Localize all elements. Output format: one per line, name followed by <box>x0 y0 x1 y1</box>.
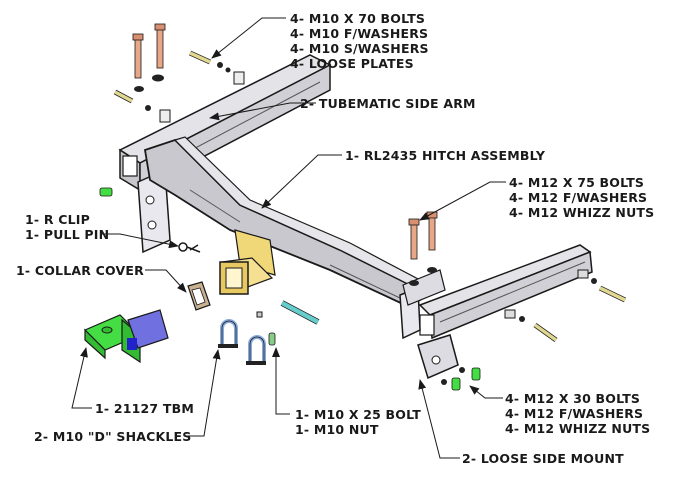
tow-ball-mount <box>83 309 169 364</box>
label-line: 1- R CLIP <box>25 212 90 227</box>
m12-30-bolts <box>99 187 481 391</box>
label-line: 4- M10 F/WASHERS <box>290 26 429 41</box>
label-line: 1- M10 NUT <box>295 422 379 437</box>
label-hitch-assembly: 1- RL2435 HITCH ASSEMBLY <box>345 148 545 163</box>
label-line: 4- M10 X 70 BOLTS <box>290 11 426 26</box>
label-line: 4- M12 WHIZZ NUTS <box>509 205 655 220</box>
right-side-arm <box>399 244 593 340</box>
m10-25-bolt <box>256 311 276 346</box>
label-line: 1- RL2435 HITCH ASSEMBLY <box>345 148 546 163</box>
m10-bolts <box>113 23 231 111</box>
label-line: 4- M12 X 75 BOLTS <box>509 175 645 190</box>
d-shackles <box>218 319 266 365</box>
side-arm-bolts <box>504 269 627 343</box>
label-line: 2- TUBEMATIC SIDE ARM <box>300 96 476 111</box>
label-collar-cover: 1- COLLAR COVER <box>16 263 144 278</box>
label-line: 4- M12 F/WASHERS <box>509 190 648 205</box>
label-line: 4- M12 F/WASHERS <box>505 406 644 421</box>
m12-75-bolts <box>408 211 438 286</box>
label-upper-bolts: 4- M10 X 70 BOLTS 4- M10 F/WASHERS 4- M1… <box>290 11 429 71</box>
label-line: 1- 21127 TBM <box>95 401 194 416</box>
loose-side-mount <box>417 334 459 380</box>
label-line: 1- COLLAR COVER <box>16 263 144 278</box>
label-m12-30: 4- M12 X 30 BOLTS 4- M12 F/WASHERS 4- M1… <box>505 391 650 436</box>
label-line: 4- M10 S/WASHERS <box>290 41 429 56</box>
label-line: 4- M12 X 30 BOLTS <box>505 391 641 406</box>
label-line: 1- PULL PIN <box>25 227 110 242</box>
label-tbm: 1- 21127 TBM <box>95 401 194 416</box>
label-side-arm: 2- TUBEMATIC SIDE ARM <box>300 96 476 111</box>
label-d-shackles: 2- M10 "D" SHACKLES <box>34 429 191 444</box>
label-line: 2- M10 "D" SHACKLES <box>34 429 192 444</box>
hitch-receiver <box>219 229 276 295</box>
label-line: 4- M12 WHIZZ NUTS <box>505 421 651 436</box>
label-r-clip: 1- R CLIP 1- PULL PIN <box>25 212 109 242</box>
label-loose-side-mount: 2- LOOSE SIDE MOUNT <box>462 451 624 466</box>
label-line: 2- LOOSE SIDE MOUNT <box>462 451 624 466</box>
collar-cover <box>187 281 211 311</box>
label-m10-25: 1- M10 X 25 BOLT 1- M10 NUT <box>295 407 421 437</box>
leader-lines <box>71 17 506 459</box>
label-m12-75: 4- M12 X 75 BOLTS 4- M12 F/WASHERS 4- M1… <box>509 175 654 220</box>
label-line: 1- M10 X 25 BOLT <box>295 407 421 422</box>
label-line: 4- LOOSE PLATES <box>290 56 414 71</box>
r-clip <box>178 242 201 253</box>
pull-pin <box>280 300 320 325</box>
